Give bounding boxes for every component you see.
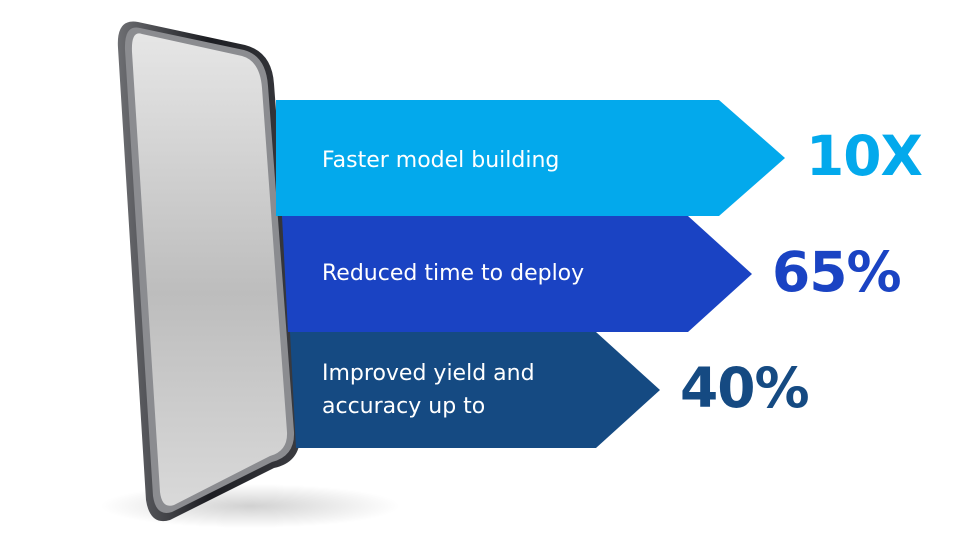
stat-label-2: Reduced time to deploy: [322, 261, 585, 286]
stat-value-2: 65%: [772, 240, 902, 304]
band-shape-2: [282, 216, 752, 332]
stat-label-1: Faster model building: [322, 148, 560, 173]
stat-value-3: 40%: [680, 356, 810, 420]
band-shape-3: [290, 332, 660, 448]
stat-label-3: Improved yield and accuracy up to: [322, 361, 535, 419]
stat-value-1: 10X: [806, 124, 923, 188]
band-shape-1: [276, 100, 785, 216]
